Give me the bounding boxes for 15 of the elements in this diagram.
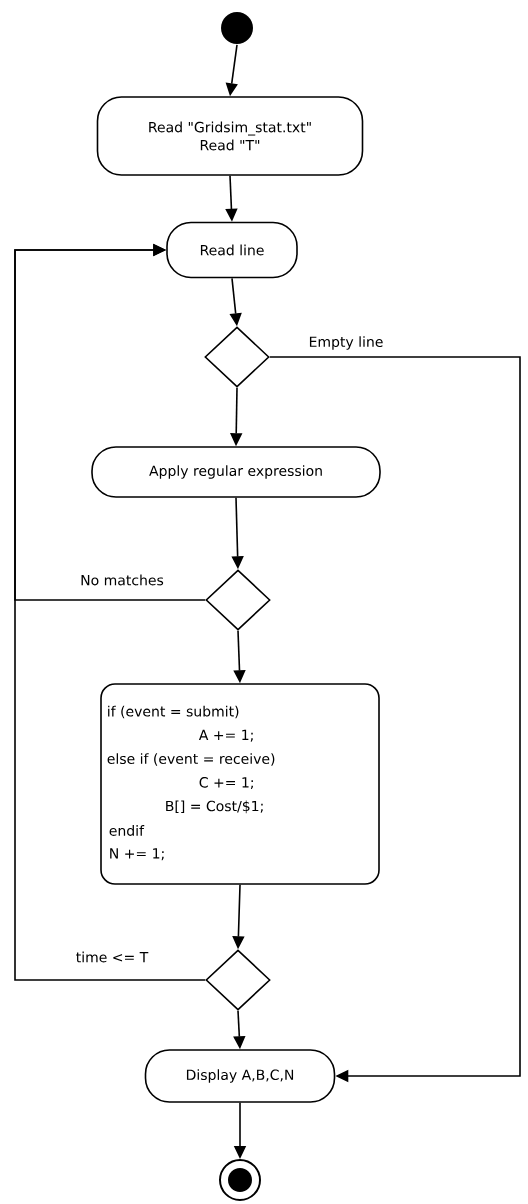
- code-box: if (event = submit) A += 1; else if (event = receive) C += 1; B[] = Cost/$1; endif N += 1;: [100, 683, 380, 885]
- activity-box: Read line: [166, 221, 298, 279]
- decision-diamond: [205, 949, 271, 1011]
- arrow: [14, 243, 206, 981]
- edge-label: No matches: [81, 574, 164, 586]
- end-symbol: [219, 1159, 261, 1201]
- edge-label: time <= T: [76, 951, 149, 963]
- arrow: [269, 356, 521, 1083]
- decision-diamond: [204, 326, 270, 388]
- activity-box: Read "Gridsim_stat.txt" Read "T": [96, 96, 364, 176]
- activity-box: Apply regular expression: [91, 446, 381, 498]
- edge-label: Empty line: [309, 336, 383, 350]
- decision-diamond: [205, 569, 271, 631]
- start-dot: [221, 12, 253, 44]
- activity-box: Display A,B,C,N: [144, 1049, 336, 1103]
